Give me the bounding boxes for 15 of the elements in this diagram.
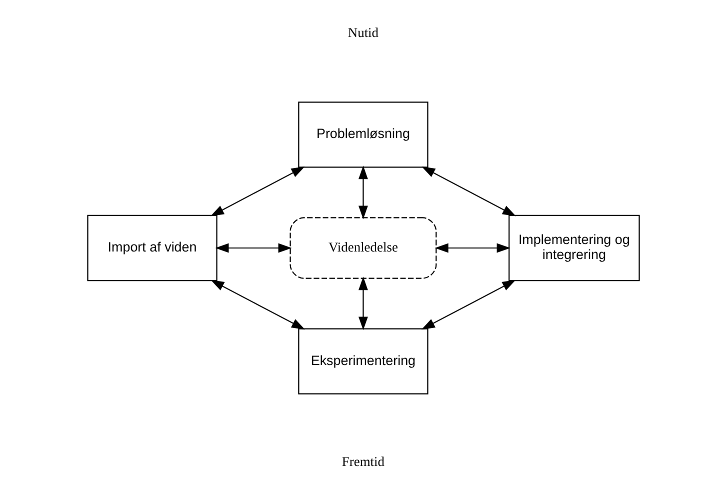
- arrow: [358, 276, 368, 330]
- arrow: [210, 279, 306, 330]
- node-box: Videnledelse: [290, 216, 437, 278]
- node-box: Import af viden: [87, 214, 218, 281]
- arrow: [215, 242, 292, 252]
- arrow: [434, 242, 510, 252]
- arrow: [210, 166, 305, 216]
- label: Fremtid: [342, 453, 385, 468]
- label: Nutid: [348, 24, 379, 40]
- node-box: Implementering og integrering: [508, 214, 640, 281]
- arrow: [358, 165, 368, 219]
- node-box: Eksperimentering: [298, 328, 428, 394]
- arrow: [422, 166, 516, 216]
- node-box: Problemløsning: [298, 101, 428, 168]
- arrow: [421, 279, 516, 330]
